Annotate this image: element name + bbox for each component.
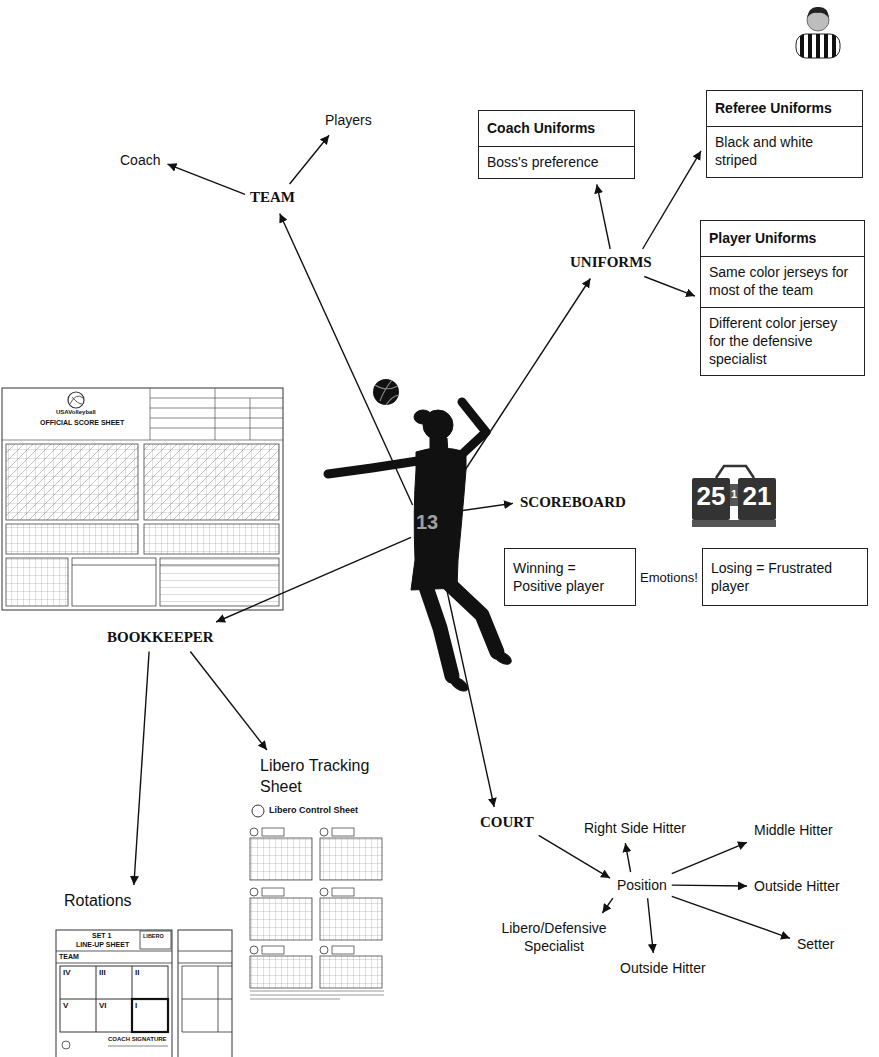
position-label: Middle Hitter (752, 820, 835, 840)
arrow-connector (216, 537, 411, 622)
node-body: Same color jerseys for most of the team (701, 256, 864, 306)
rotation-number: V (63, 1002, 68, 1011)
arrow-connector (644, 277, 695, 297)
sheet-field: COACH SIGNATURE (108, 1036, 167, 1043)
arrow-connector (672, 884, 747, 886)
node-heading: Losing = Frustrated player (703, 549, 867, 605)
node-heading: Middle Hitter (754, 821, 833, 839)
node-heading: Outside Hitter (620, 959, 706, 977)
position-label: Outside Hitter (752, 876, 842, 896)
sheet-title: Libero Control Sheet (269, 806, 358, 816)
node-body: Boss's preference (479, 146, 634, 178)
topic-label: Position (615, 875, 669, 895)
arrow-connector (134, 652, 149, 886)
node-heading: COURT (480, 813, 534, 833)
arrow-connector (672, 842, 747, 873)
topic-label: Coach (118, 150, 162, 170)
rotation-number: III (99, 969, 106, 978)
position-label: Right Side Hitter (582, 818, 688, 838)
topic-label: Rotations (62, 890, 134, 913)
arrow-connector (436, 539, 495, 807)
node-body: Different color jersey for the defensive… (701, 307, 864, 376)
arrow-connector (168, 164, 246, 194)
scoreboard-icon (692, 466, 776, 527)
arrow-connector (648, 898, 654, 953)
topic-label: Players (323, 110, 374, 130)
node-heading: BOOKKEEPER (107, 628, 214, 648)
arrow-connector (280, 214, 413, 506)
category-label: COURT (478, 812, 536, 834)
node-heading: SCOREBOARD (520, 493, 626, 513)
category-label: UNIFORMS (568, 252, 654, 274)
lineup-sheet (56, 930, 232, 1057)
category-label: SCOREBOARD (518, 492, 628, 514)
sheet-logo-text: USAVolleyball (56, 409, 96, 416)
node-heading: Winning = Positive player (505, 549, 635, 605)
position-label: Setter (795, 934, 836, 954)
node-heading: Libero Tracking Sheet (260, 756, 384, 798)
node-heading: Position (617, 876, 667, 894)
arrow-connector (442, 279, 590, 506)
uniform-box: Player UniformsSame color jerseys for mo… (700, 220, 865, 376)
arrow-connector (290, 135, 330, 184)
sheet-field: TEAM (59, 953, 79, 961)
score-digit: 1 (730, 488, 738, 500)
emotion-box: Losing = Frustrated player (702, 548, 868, 606)
node-heading: Coach Uniforms (479, 111, 634, 146)
node-heading: Outside Hitter (754, 877, 840, 895)
node-heading: 13 (416, 509, 438, 535)
arrow-connector (672, 896, 790, 938)
emotion-label: Emotions! (640, 571, 698, 585)
node-body: Black and white striped (707, 126, 862, 176)
score-digit: 25 (692, 482, 730, 511)
rotation-number: VI (99, 1002, 107, 1011)
referee-icon (796, 7, 840, 58)
volleyball (373, 379, 399, 405)
jersey-number: 13 (414, 508, 440, 536)
node-heading: TEAM (250, 188, 295, 208)
rotation-number: I (135, 1002, 137, 1011)
arrow-connector (443, 503, 513, 513)
uniform-box: Coach UniformsBoss's preference (478, 110, 635, 179)
node-heading: Libero/Defensive Specialist (500, 919, 608, 955)
position-label: Libero/Defensive Specialist (498, 918, 610, 956)
player-silhouette (328, 402, 513, 694)
category-label: BOOKKEEPER (105, 627, 216, 649)
sheet-title: OFFICIAL SCORE SHEET (40, 419, 124, 427)
sheet-title: LINE-UP SHEET (76, 941, 129, 949)
rotation-number: II (135, 969, 139, 978)
arrow-connector (597, 184, 610, 249)
node-heading: Players (325, 111, 372, 129)
node-heading: Setter (797, 935, 834, 953)
category-label: TEAM (248, 187, 297, 209)
rotation-number: IV (63, 969, 71, 978)
node-heading: UNIFORMS (570, 253, 652, 273)
position-label: Outside Hitter (618, 958, 708, 978)
node-heading: Referee Uniforms (707, 91, 862, 126)
emotion-box: Winning = Positive player (504, 548, 636, 606)
score-digit: 21 (738, 482, 776, 511)
arrow-connector (643, 151, 701, 249)
sheet-title: SET 1 (92, 932, 111, 940)
arrow-connector (190, 652, 267, 751)
node-heading: Player Uniforms (701, 221, 864, 256)
sheet-field: LIBERO (143, 933, 164, 939)
score-sheet (2, 388, 283, 610)
arrow-connector (625, 843, 630, 872)
uniform-box: Referee UniformsBlack and white striped (706, 90, 863, 178)
node-heading: Coach (120, 151, 160, 169)
node-heading: Right Side Hitter (584, 819, 686, 837)
node-heading: Rotations (64, 891, 132, 912)
libero-control-sheet (246, 800, 386, 1000)
arrow-connector (539, 835, 610, 878)
arrow-connector (602, 898, 613, 913)
topic-label: Libero Tracking Sheet (258, 755, 386, 799)
